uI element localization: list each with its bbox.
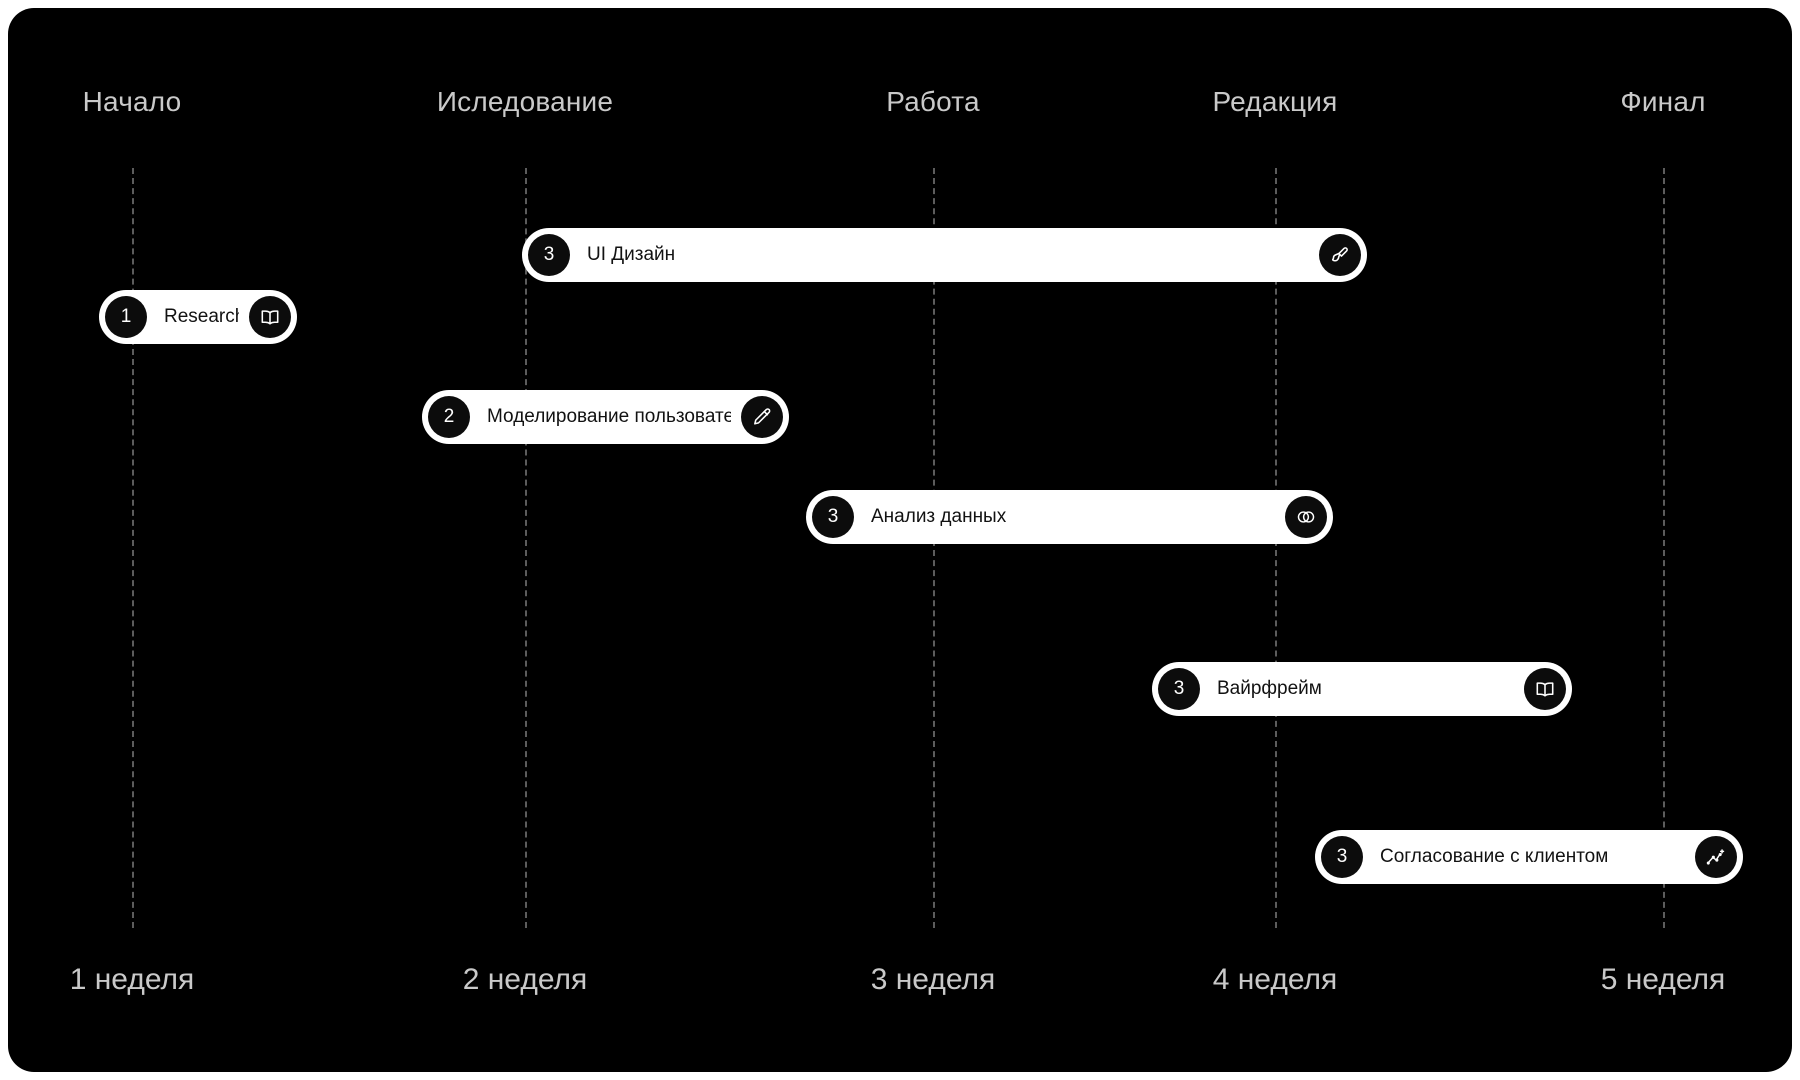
task-priority-badge: 3: [812, 496, 854, 538]
task-priority-badge: 1: [105, 296, 147, 338]
task-priority-badge: 2: [428, 396, 470, 438]
book-icon[interactable]: [1524, 668, 1566, 710]
guide-line-3: [933, 168, 935, 928]
task-bar[interactable]: 3 Анализ данных: [806, 490, 1333, 544]
week-label-5: 5 неделя: [1600, 963, 1726, 996]
task-bar[interactable]: 3 UI Дизайн: [522, 228, 1367, 282]
paintbrush-icon[interactable]: [1319, 234, 1361, 276]
guide-line-5: [1663, 168, 1665, 928]
task-label: Моделирование пользователей: [487, 406, 731, 427]
task-priority-badge: 3: [1321, 836, 1363, 878]
week-label-4: 4 неделя: [1212, 963, 1338, 996]
milestone-label-5: Финал: [1620, 86, 1706, 117]
task-bar[interactable]: 3 Вайрфрейм: [1152, 662, 1572, 716]
milestone-label-1: Начало: [82, 86, 182, 117]
pencil-icon[interactable]: [741, 396, 783, 438]
milestone-label-2: Иследование: [436, 86, 614, 117]
task-label: UI Дизайн: [587, 244, 676, 265]
task-priority-badge: 3: [1158, 668, 1200, 710]
task-label: Анализ данных: [871, 506, 1007, 527]
task-priority-badge: 3: [528, 234, 570, 276]
week-label-1: 1 неделя: [69, 963, 195, 996]
task-bar[interactable]: 1 Research: [99, 290, 297, 344]
week-label-2: 2 неделя: [462, 963, 588, 996]
task-label: Вайрфрейм: [1217, 678, 1322, 699]
task-bar[interactable]: 2 Моделирование пользователей: [422, 390, 789, 444]
venn-circles-icon[interactable]: [1285, 496, 1327, 538]
milestone-label-3: Работа: [886, 86, 980, 117]
guide-line-2: [525, 168, 527, 928]
task-label: Согласование с клиентом: [1380, 846, 1609, 867]
task-bar[interactable]: 3 Согласование с клиентом: [1315, 830, 1743, 884]
book-icon[interactable]: [249, 296, 291, 338]
guide-line-4: [1275, 168, 1277, 928]
week-label-3: 3 неделя: [870, 963, 996, 996]
milestone-label-4: Редакция: [1212, 86, 1338, 117]
task-label: Research: [164, 306, 239, 327]
timeline-board: Начало Иследование Работа Редакция Финал 3 UI…: [8, 8, 1792, 1072]
network-graph-icon[interactable]: [1695, 836, 1737, 878]
guide-line-1: [132, 168, 134, 928]
